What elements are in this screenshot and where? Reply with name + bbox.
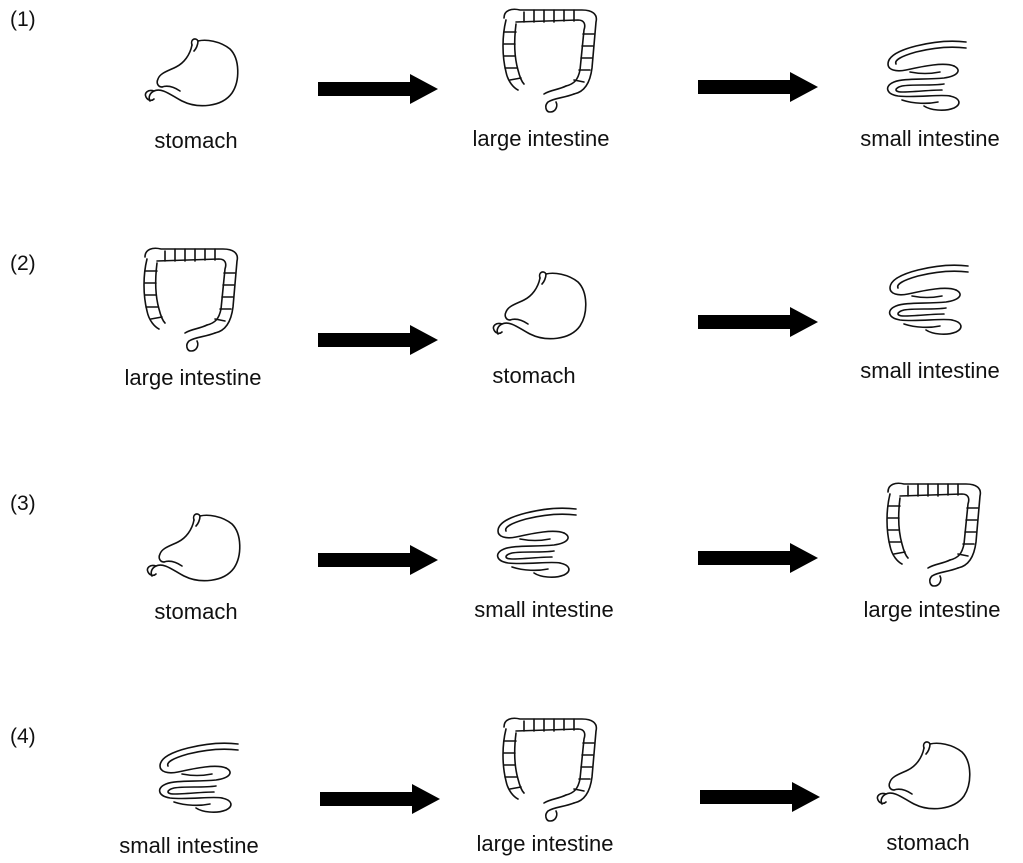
organ-label: stomach xyxy=(886,830,969,856)
right-arrow-icon xyxy=(318,325,438,355)
organ-label: stomach xyxy=(492,363,575,389)
large-intestine-icon xyxy=(494,6,604,116)
right-arrow-icon xyxy=(698,72,818,102)
row-number: (2) xyxy=(10,252,36,276)
organ-label: small intestine xyxy=(474,597,613,623)
stomach-icon xyxy=(140,35,250,110)
right-arrow-icon xyxy=(320,784,440,814)
large-intestine-icon xyxy=(135,245,245,355)
organ-label: large intestine xyxy=(864,597,1001,623)
row-number: (4) xyxy=(10,725,36,749)
small-intestine-icon xyxy=(880,38,980,113)
right-arrow-icon xyxy=(318,545,438,575)
row-number: (3) xyxy=(10,492,36,516)
right-arrow-icon xyxy=(698,307,818,337)
small-intestine-icon xyxy=(882,262,982,337)
organ-label: small intestine xyxy=(860,358,999,384)
organ-label: stomach xyxy=(154,128,237,154)
stomach-icon xyxy=(488,268,598,343)
organ-label: small intestine xyxy=(860,126,999,152)
row-number: (1) xyxy=(10,8,36,32)
organ-label: stomach xyxy=(154,599,237,625)
large-intestine-icon xyxy=(494,715,604,825)
right-arrow-icon xyxy=(698,543,818,573)
organ-label: large intestine xyxy=(477,831,614,857)
right-arrow-icon xyxy=(318,74,438,104)
stomach-icon xyxy=(872,738,982,813)
stomach-icon xyxy=(142,510,252,585)
small-intestine-icon xyxy=(152,740,252,815)
right-arrow-icon xyxy=(700,782,820,812)
organ-label: small intestine xyxy=(119,833,258,859)
organ-label: large intestine xyxy=(125,365,262,391)
small-intestine-icon xyxy=(490,505,590,580)
organ-label: large intestine xyxy=(473,126,610,152)
large-intestine-icon xyxy=(878,480,988,590)
